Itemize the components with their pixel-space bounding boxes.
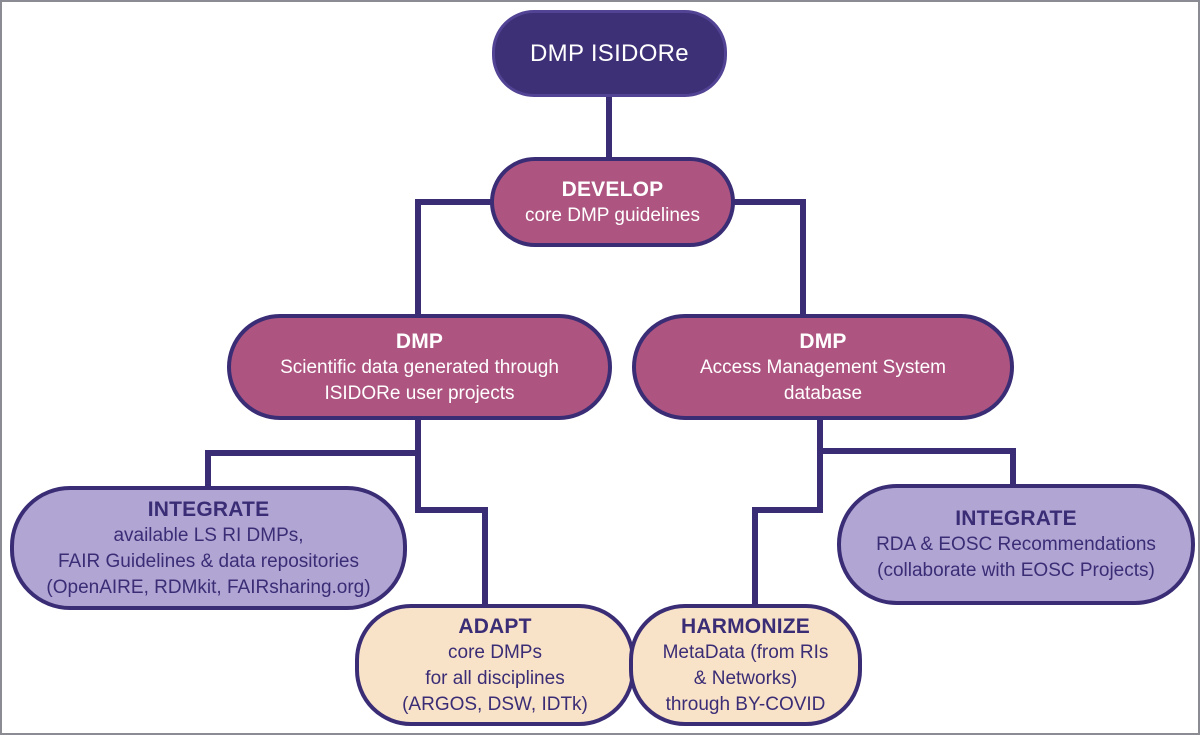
node-title: DEVELOP xyxy=(561,177,664,201)
node-title: DMP xyxy=(395,329,444,353)
node-dmp-access-management: DMP Access Management System database xyxy=(632,314,1014,420)
node-text-line: & Networks) xyxy=(693,667,798,689)
node-dmp-isidore: DMP ISIDORe xyxy=(492,10,727,97)
connector-harmonize-v xyxy=(752,507,758,607)
connector-right-integrate-v xyxy=(1010,448,1016,488)
connector-harmonize-jog-h xyxy=(752,507,823,513)
node-text-line: (collaborate with EOSC Projects) xyxy=(877,560,1155,581)
node-text-line: Scientific data generated through xyxy=(280,356,559,378)
connector-develop-right-h xyxy=(730,199,806,205)
node-title: HARMONIZE xyxy=(681,614,810,638)
node-text-line: core DMPs xyxy=(448,641,542,663)
connector-left-dmp-v xyxy=(415,199,421,317)
node-integrate-rda-eosc: INTEGRATE RDA & EOSC Recommendations (co… xyxy=(837,484,1195,605)
node-harmonize: HARMONIZE MetaData (from RIs & Networks)… xyxy=(629,604,862,726)
node-title: DMP ISIDORe xyxy=(530,40,689,67)
node-title: INTEGRATE xyxy=(147,497,270,521)
node-title: DMP xyxy=(799,329,847,353)
node-text-line: through BY-COVID xyxy=(665,693,826,715)
connector-adapt-jog-h xyxy=(415,507,488,513)
connector-right-dmp-v xyxy=(800,199,806,317)
connector-left-branch-h xyxy=(205,450,418,456)
node-adapt: ADAPT core DMPs for all disciplines (ARG… xyxy=(355,604,635,726)
node-text-line: database xyxy=(783,382,863,404)
node-text-line: ISIDORe user projects xyxy=(324,382,515,404)
node-text-line: FAIR Guidelines & data repositories xyxy=(58,550,359,572)
node-title: ADAPT xyxy=(458,614,532,638)
node-text-line: MetaData (from RIs xyxy=(662,641,829,663)
connector-adapt-v xyxy=(482,507,488,607)
node-text-line: Access Management System xyxy=(699,356,947,378)
connector-left-integrate-v xyxy=(205,450,211,490)
node-integrate-ls-ri: INTEGRATE available LS RI DMPs, FAIR Gui… xyxy=(10,486,407,610)
connector-left-dmp-down xyxy=(415,417,421,513)
connector-develop-left-h xyxy=(415,199,495,205)
connector-right-branch-h xyxy=(819,448,1016,454)
connector-right-dmp-down xyxy=(817,417,823,513)
node-title: INTEGRATE xyxy=(955,507,1077,530)
node-text-line: (ARGOS, DSW, IDTk) xyxy=(402,693,588,715)
connector-root-develop xyxy=(606,97,612,159)
node-text-line: core DMP guidelines xyxy=(525,204,700,226)
node-text-line: for all disciplines xyxy=(425,667,565,689)
node-develop: DEVELOP core DMP guidelines xyxy=(490,157,735,247)
node-text-line: RDA & EOSC Recommendations xyxy=(876,534,1156,555)
node-text-line: available LS RI DMPs, xyxy=(113,524,304,546)
node-dmp-scientific-data: DMP Scientific data generated through IS… xyxy=(227,314,612,420)
node-text-line: (OpenAIRE, RDMkit, FAIRsharing.org) xyxy=(46,576,371,598)
